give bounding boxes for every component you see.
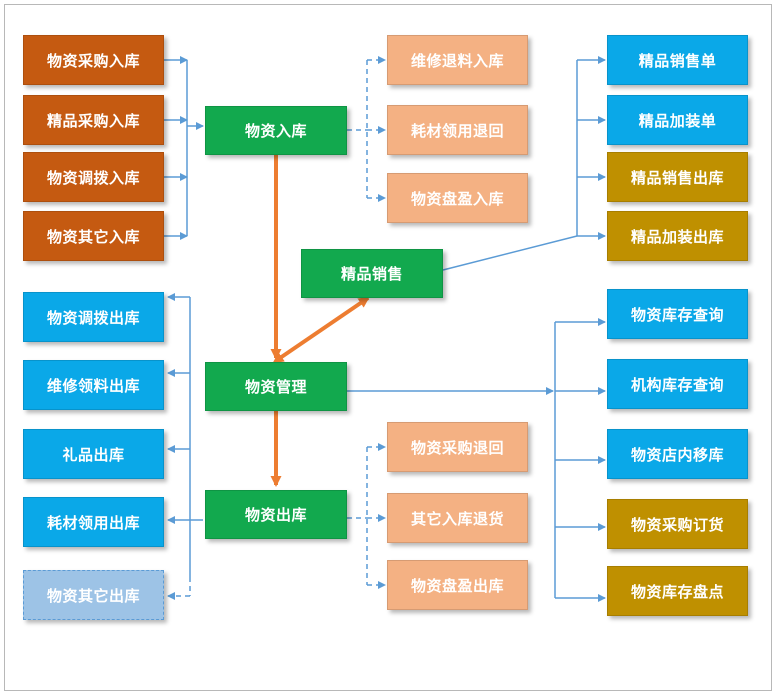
node-gift-outbound[interactable]: 礼品出库 [23,429,164,479]
node-material-surplus-inbound[interactable]: 物资盘盈入库 [387,173,528,223]
node-premium-install-outbound[interactable]: 精品加装出库 [607,211,748,261]
inbound-sources-connector [164,56,204,240]
node-consumable-use-outbound[interactable]: 耗材领用出库 [23,497,164,547]
outbound-left-connector [167,293,203,577]
node-consumable-use-return[interactable]: 耗材领用退回 [387,105,528,155]
outbound-optional-connector [167,577,191,600]
node-premium-purchase-inbound[interactable]: 精品采购入库 [23,95,164,145]
node-in-store-relocation[interactable]: 物资店内移库 [607,429,748,479]
node-material-other-outbound[interactable]: 物资其它出库 [23,570,164,620]
node-premium-sales[interactable]: 精品销售 [301,249,443,298]
node-premium-install-order[interactable]: 精品加装单 [607,95,748,145]
node-premium-sales-outbound[interactable]: 精品销售出库 [607,152,748,202]
node-material-transfer-inbound[interactable]: 物资调拨入库 [23,152,164,202]
node-material-transfer-outbound[interactable]: 物资调拨出库 [23,292,164,342]
main-flow-arrows [270,155,370,487]
node-other-inbound-return[interactable]: 其它入库退货 [387,493,528,543]
node-premium-sales-order[interactable]: 精品销售单 [607,35,748,85]
outbound-returns-connector [347,443,386,589]
node-material-outbound[interactable]: 物资出库 [205,490,347,539]
node-material-stock-query[interactable]: 物资库存查询 [607,289,748,339]
node-material-stocktaking[interactable]: 物资库存盘点 [607,566,748,616]
node-repair-return-inbound[interactable]: 维修退料入库 [387,35,528,85]
node-material-purchase-inbound[interactable]: 物资采购入库 [23,35,164,85]
node-repair-requisition-outbound[interactable]: 维修领料出库 [23,360,164,410]
node-material-inbound[interactable]: 物资入库 [205,106,347,155]
node-material-purchase-return[interactable]: 物资采购退回 [387,422,528,472]
node-material-other-inbound[interactable]: 物资其它入库 [23,211,164,261]
management-outputs-connector [347,318,606,602]
node-material-purchase-order[interactable]: 物资采购订货 [607,499,748,549]
node-material-management[interactable]: 物资管理 [205,362,347,411]
node-branch-stock-query[interactable]: 机构库存查询 [607,359,748,409]
sales-outputs-connector [442,56,606,271]
inbound-returns-connector [347,56,386,202]
node-material-surplus-outbound[interactable]: 物资盘盈出库 [387,560,528,610]
